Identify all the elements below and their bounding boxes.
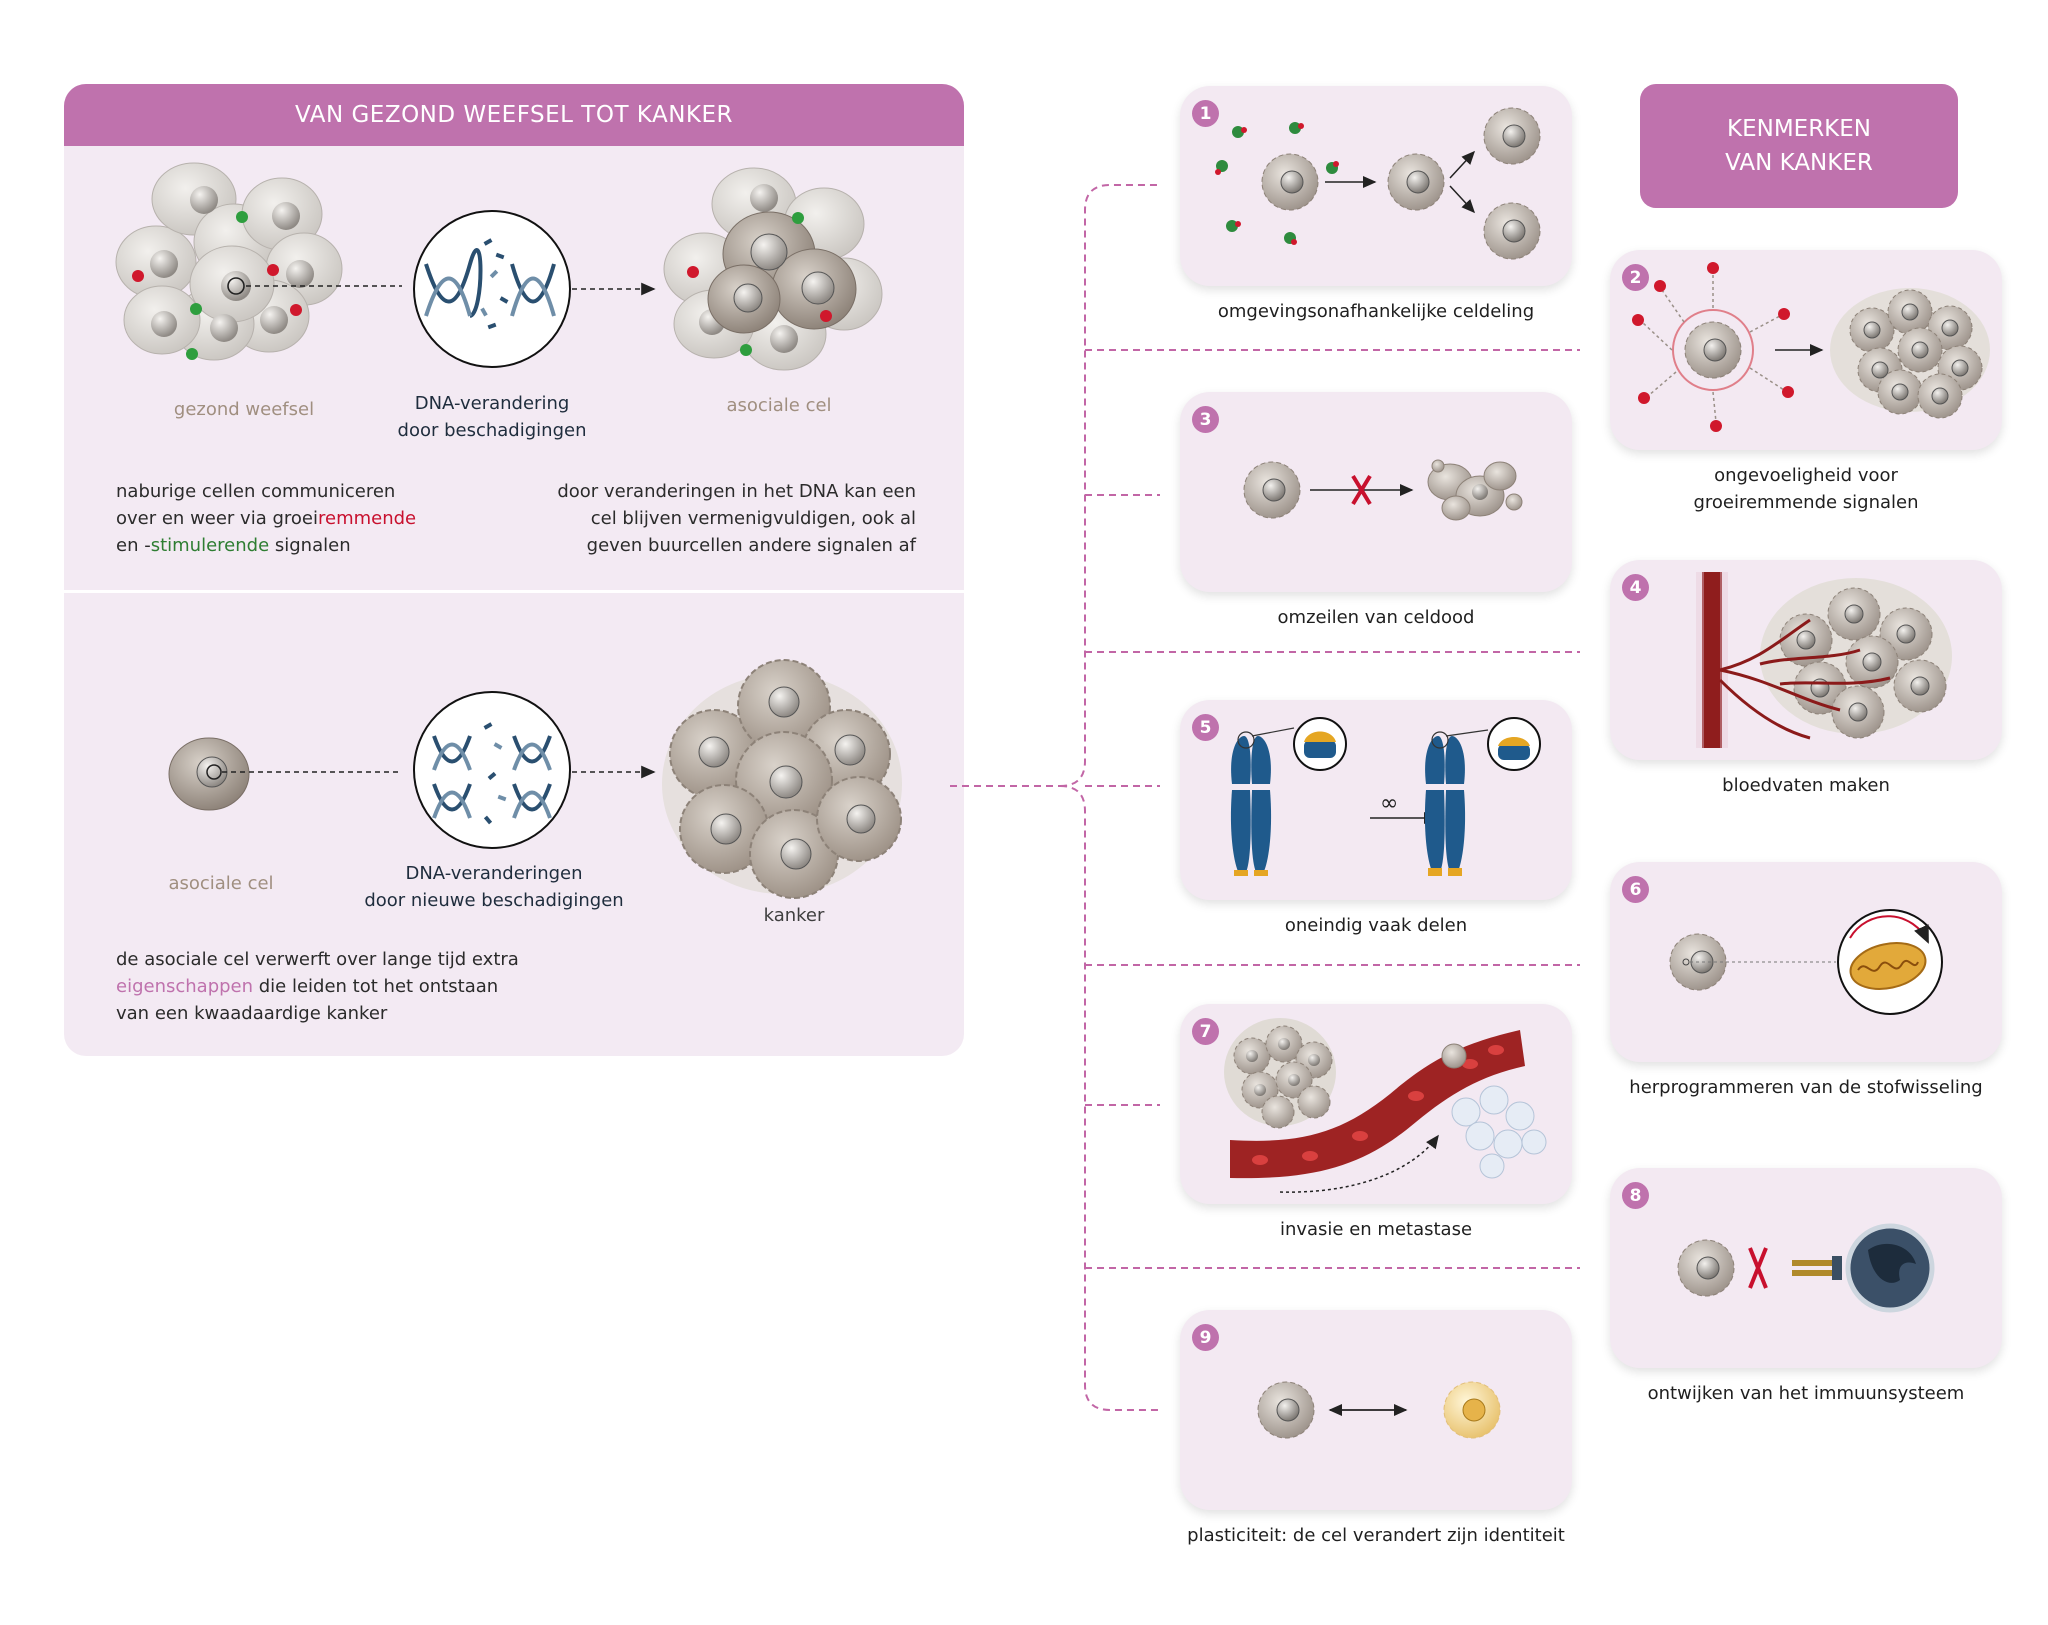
text-properties: eigenschappen: [116, 976, 254, 997]
text-asocial-cell: de asociale cel verwerft over lange tijd…: [116, 946, 616, 1027]
hallmark-caption-2: ongevoeligheid voor groeiremmende signal…: [1610, 462, 2002, 516]
left-panel-illustrations: [115, 162, 902, 899]
hallmark-9-illustration: [1257, 1381, 1501, 1439]
hallmark-8-illustration: [1677, 1223, 1935, 1313]
left-panel: VAN GEZOND WEEFSEL TOT KANKER: [64, 84, 964, 1056]
text-inhibiting: remmende: [317, 508, 417, 529]
hallmark-caption-2-line2: groeiremmende signalen: [1693, 492, 1919, 513]
text-stimulating: stimulerende: [150, 535, 270, 556]
hallmark-caption-9: plasticiteit: de cel verandert zijn iden…: [1187, 1525, 1565, 1546]
hallmarks-title: KENMERKEN VAN KANKER: [1640, 84, 1958, 208]
hallmark-card-8: 8: [1610, 1168, 2002, 1368]
hallmarks-title-line2: VAN KANKER: [1725, 150, 1873, 176]
hallmark-5-illustration: ∞: [1230, 717, 1541, 876]
hallmark-card-6: 6: [1610, 862, 2002, 1062]
label-healthy-tissue: gezond weefsel: [173, 399, 315, 420]
hallmark-number: 7: [1192, 1018, 1219, 1045]
hallmark-1-illustration: [1215, 107, 1541, 260]
label-dna-change-line1: DNA-verandering: [414, 393, 570, 414]
hallmark-card-2: 2: [1610, 250, 2002, 450]
hallmark-caption-6: herprogrammeren van de stofwisseling: [1629, 1077, 1983, 1098]
label-asocial-cell-bottom: asociale cel: [168, 873, 274, 894]
hallmark-4-illustration: [1696, 572, 1952, 748]
label-dna-change-line2: door beschadigingen: [397, 420, 587, 441]
text-line: de asociale cel verwerft over lange tijd…: [116, 949, 519, 970]
hallmark-caption-8: ontwijken van het immuunsysteem: [1647, 1383, 1965, 1404]
text-neighbor-cells: naburige cellen communiceren over en wee…: [116, 478, 516, 559]
hallmark-number: 6: [1622, 876, 1649, 903]
hallmark-number: 9: [1192, 1324, 1219, 1351]
asocial-cell-cluster-illustration: [663, 167, 883, 371]
panel-divider: [64, 590, 964, 593]
hallmark-7-illustration: [1224, 1018, 1547, 1193]
text-segment: die leiden tot het ontstaan: [253, 976, 499, 997]
hallmark-caption-2-line1: ongevoeligheid voor: [1714, 465, 1898, 486]
hallmark-number: 3: [1192, 406, 1219, 433]
hallmark-3-illustration: [1243, 459, 1523, 521]
text-dna-changes: door veranderingen in het DNA kan een ce…: [504, 478, 916, 559]
hallmark-2-illustration: [1632, 262, 1990, 432]
hallmark-connectors: [950, 184, 1580, 1411]
text-segment: signalen: [269, 535, 351, 556]
hallmark-number: 2: [1622, 264, 1649, 291]
label-dna-changes-new: DNA-veranderingen door nieuwe beschadigi…: [354, 860, 634, 914]
hallmark-number: 8: [1622, 1182, 1649, 1209]
label-cancer: kanker: [763, 905, 825, 926]
hallmark-6-illustration: [1669, 909, 1943, 1015]
label-dna-change: DNA-verandering door beschadigingen: [382, 390, 602, 444]
label-asocial-cell-top: asociale cel: [726, 395, 832, 416]
label-dna-changes-line2: door nieuwe beschadigingen: [364, 890, 624, 911]
hallmark-card-7: 7: [1180, 1004, 1572, 1204]
cancer-tumor-illustration: [662, 659, 902, 899]
hallmark-card-4: 4: [1610, 560, 2002, 760]
text-line: door veranderingen in het DNA kan een: [557, 481, 916, 502]
text-line: en -stimulerende signalen: [116, 532, 516, 559]
text-line: naburige cellen communiceren: [116, 481, 396, 502]
hallmark-caption-5: oneindig vaak delen: [1284, 915, 1468, 936]
text-line: geven buurcellen andere signalen af: [586, 535, 916, 556]
dna-new-damage-illustration: [413, 691, 571, 849]
label-dna-changes-line1: DNA-veranderingen: [405, 863, 583, 884]
text-line: van een kwaadaardige kanker: [116, 1003, 388, 1024]
hallmark-card-5: 5 ∞: [1180, 700, 1572, 900]
hallmark-card-9: 9: [1180, 1310, 1572, 1510]
text-line: cel blijven vermenigvuldigen, ook al: [590, 508, 916, 529]
hallmark-card-3: 3: [1180, 392, 1572, 592]
hallmark-caption-4: bloedvaten maken: [1722, 775, 1890, 796]
hallmarks-title-line1: KENMERKEN: [1727, 116, 1871, 142]
dna-damage-illustration: [413, 210, 571, 368]
infinity-symbol: ∞: [1380, 791, 1398, 816]
left-panel-title: VAN GEZOND WEEFSEL TOT KANKER: [64, 84, 964, 146]
text-line: over en weer via groeiremmende: [116, 505, 516, 532]
asocial-cell-illustration: [168, 737, 250, 811]
hallmark-number: 1: [1192, 100, 1219, 127]
hallmark-caption-1: omgevingsonafhankelijke celdeling: [1217, 301, 1535, 322]
hallmark-caption-7: invasie en metastase: [1279, 1219, 1473, 1240]
hallmark-caption-3: omzeilen van celdood: [1277, 607, 1475, 628]
text-segment: over en weer via groei: [116, 508, 318, 529]
text-segment: en -: [116, 535, 151, 556]
hallmark-card-1: 1: [1180, 86, 1572, 286]
hallmark-number: 5: [1192, 714, 1219, 741]
hallmark-number: 4: [1622, 574, 1649, 601]
text-line: eigenschappen die leiden tot het ontstaa…: [116, 973, 616, 1000]
healthy-tissue-illustration: [115, 162, 343, 361]
